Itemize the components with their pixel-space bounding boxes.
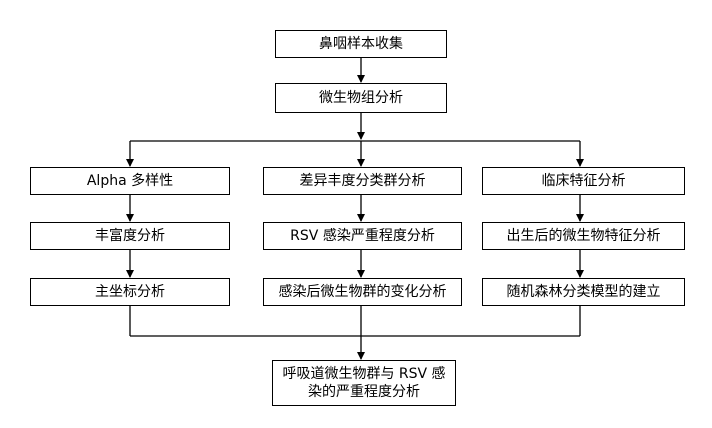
node-microbiome-analysis: 微生物组分析 (275, 83, 447, 113)
node-differential-abundance: 差异丰度分类群分析 (263, 167, 462, 195)
node-final-analysis: 呼吸道微生物群与 RSV 感染的严重程度分析 (272, 360, 456, 406)
node-sample-collection: 鼻咽样本收集 (275, 30, 447, 58)
node-post-infection-change: 感染后微生物群的变化分析 (263, 278, 462, 306)
node-random-forest: 随机森林分类模型的建立 (482, 278, 685, 306)
node-pcoa-analysis: 主坐标分析 (30, 278, 230, 306)
node-alpha-diversity: Alpha 多样性 (30, 167, 230, 195)
node-rsv-severity: RSV 感染严重程度分析 (263, 222, 462, 250)
node-clinical-features: 临床特征分析 (482, 167, 685, 195)
node-richness-analysis: 丰富度分析 (30, 222, 230, 250)
node-postnatal-features: 出生后的微生物特征分析 (482, 222, 685, 250)
